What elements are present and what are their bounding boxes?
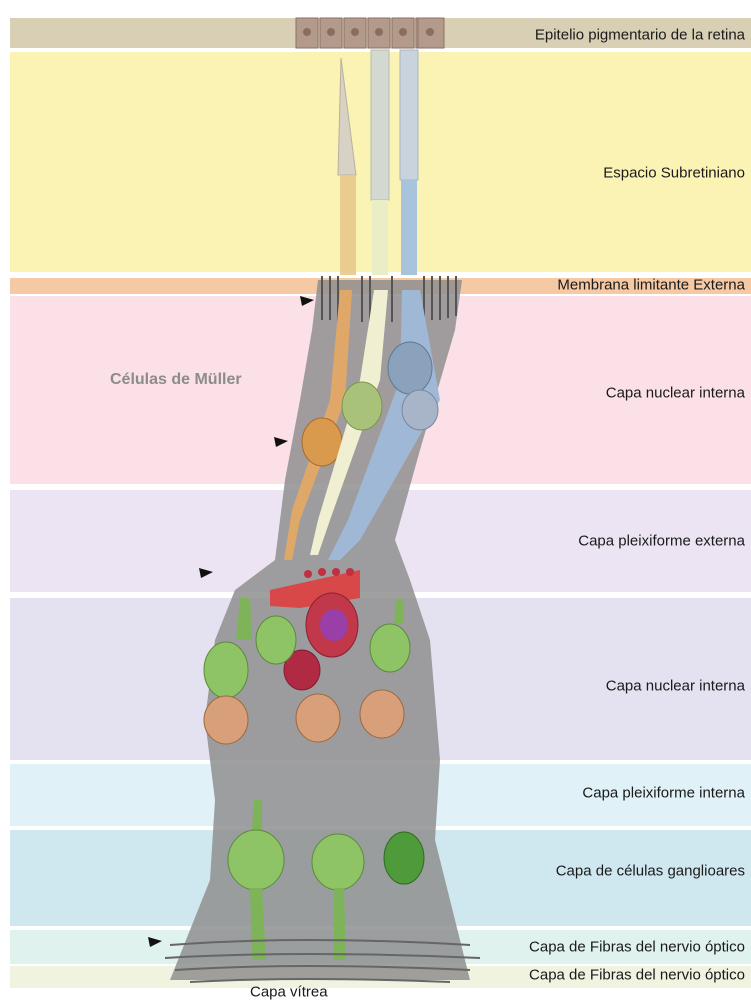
label-nuclear-interna: Capa nuclear interna: [606, 678, 745, 695]
label-capa-vitrea: Capa vítrea: [250, 984, 328, 1001]
label-fibras-1: Capa de Fibras del nervio óptico: [529, 939, 745, 956]
label-epitelio: Epitelio pigmentario de la retina: [535, 27, 745, 44]
label-subretiniano: Espacio Subretiniano: [603, 165, 745, 182]
label-pleixiforme-externa: Capa pleixiforme externa: [578, 533, 745, 550]
label-membrana-limitante: Membrana limitante Externa: [557, 277, 745, 294]
label-fibras-2: Capa de Fibras del nervio óptico: [529, 967, 745, 984]
label-pleixiforme-interna: Capa pleixiforme interna: [582, 785, 745, 802]
pigment-cells: [296, 18, 444, 48]
label-celulas-muller: Células de Müller: [110, 371, 242, 389]
label-ganglionares: Capa de células ganglioares: [556, 863, 745, 880]
label-nuclear-externa: Capa nuclear interna: [606, 385, 745, 402]
photoreceptors: [338, 50, 418, 275]
